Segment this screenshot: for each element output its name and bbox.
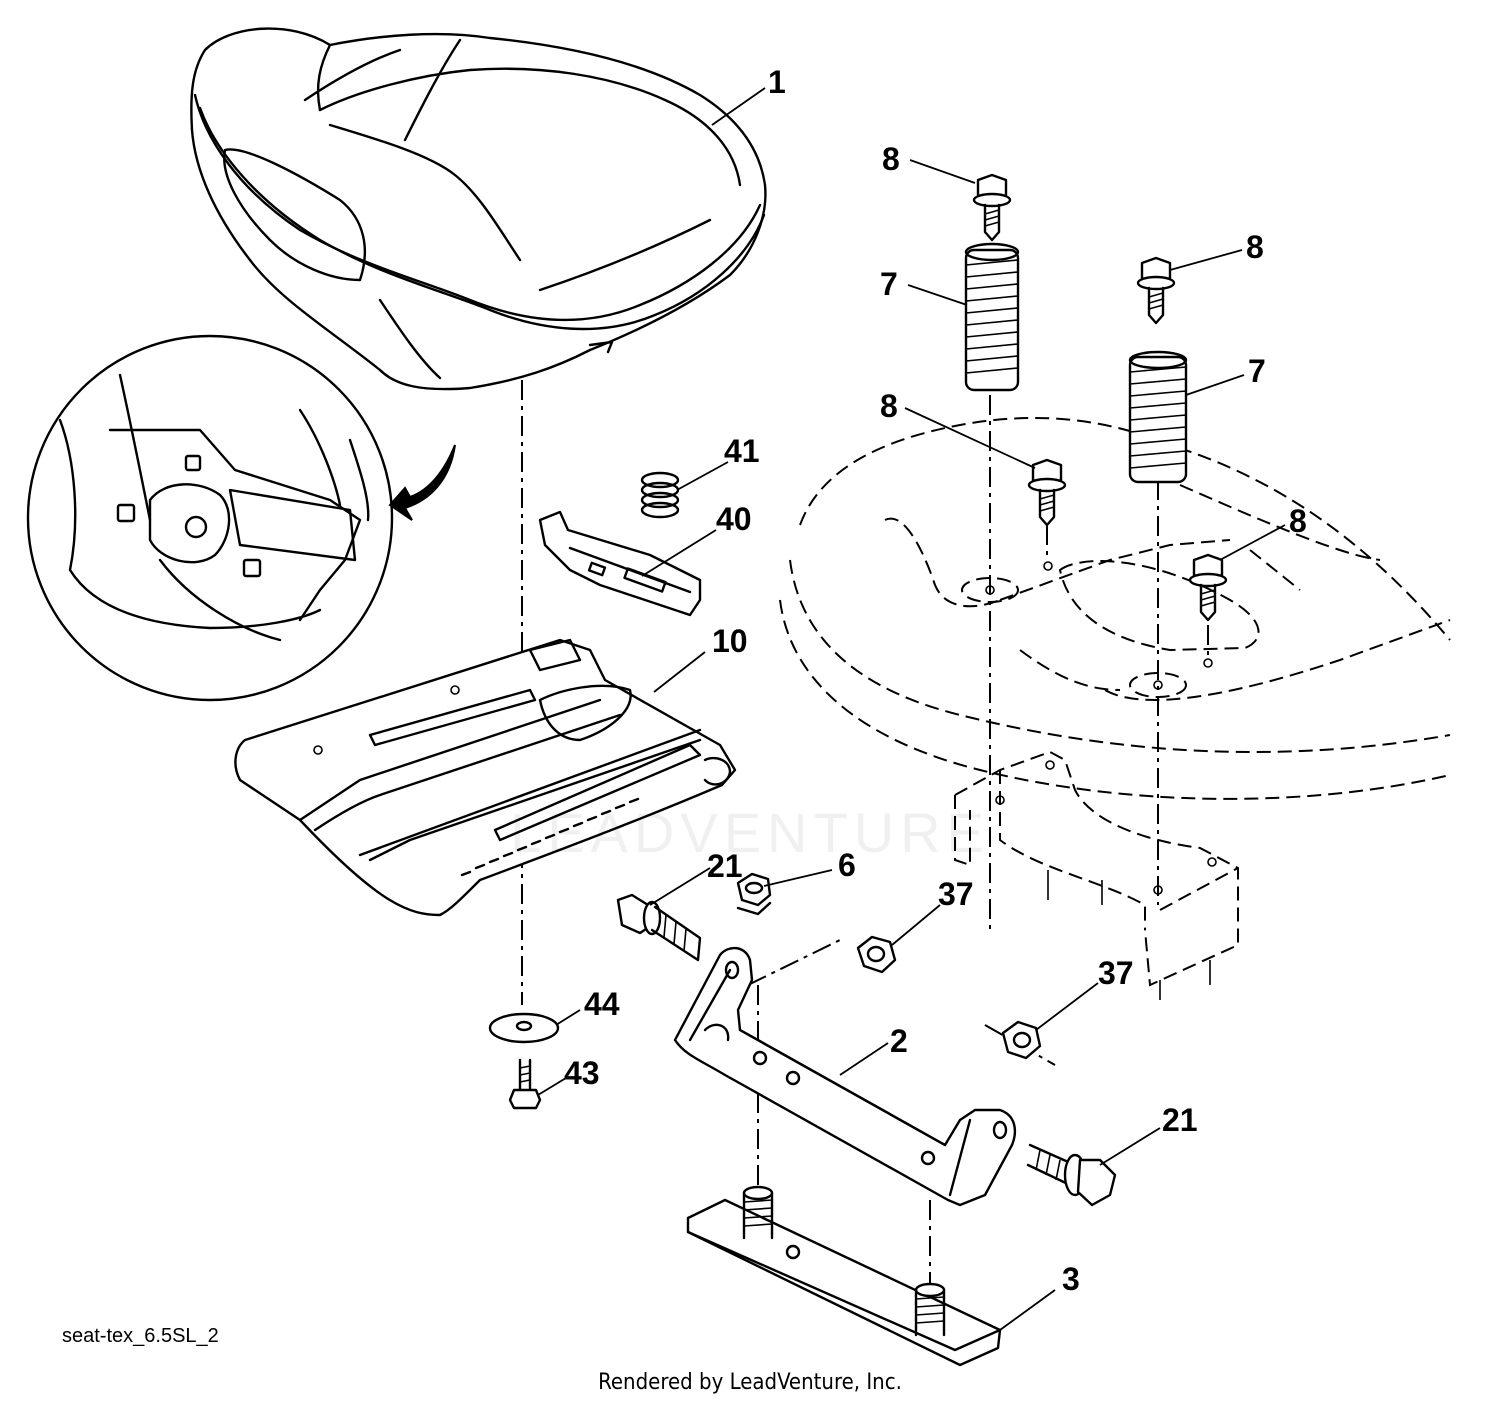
callout-7[interactable]: 7 (1248, 353, 1266, 389)
callout-43[interactable]: 43 (564, 1055, 600, 1091)
seat-bracket-2 (673, 946, 1016, 1207)
stud-right (914, 1282, 946, 1337)
bolt-8-c (1027, 458, 1067, 527)
spring-41 (640, 471, 680, 519)
seat (190, 27, 767, 391)
watermark: LEADVENTURE (510, 801, 990, 864)
washer-44 (488, 1012, 560, 1044)
seat-pan-10 (234, 638, 737, 917)
callout-41[interactable]: 41 (724, 433, 760, 469)
callout-21[interactable]: 21 (707, 848, 743, 884)
callout-8[interactable]: 8 (882, 141, 900, 177)
callout-6[interactable]: 6 (838, 847, 856, 883)
callout-8[interactable]: 8 (1289, 503, 1307, 539)
diagram-code: seat-tex_6.5SL_2 (62, 1325, 219, 1347)
spring-7-a (964, 242, 1020, 392)
inset-detail (26, 334, 394, 702)
callout-8[interactable]: 8 (880, 388, 898, 424)
callout-3[interactable]: 3 (1062, 1261, 1080, 1297)
detail-arrow (388, 444, 456, 521)
bolt-43 (508, 1058, 542, 1110)
bolt-8-a (972, 173, 1012, 242)
frame-bracket-outline (954, 750, 1239, 1000)
callout-7[interactable]: 7 (880, 266, 898, 302)
callout-37[interactable]: 37 (938, 876, 974, 912)
fender-deck-outline (779, 416, 1451, 800)
callout-1[interactable]: 1 (768, 64, 786, 100)
leader-lines (537, 87, 1286, 1331)
callout-2[interactable]: 2 (890, 1023, 908, 1059)
nut-37-b (1001, 1020, 1042, 1060)
stud-left (742, 1185, 774, 1240)
nut-37-a (856, 935, 897, 974)
callout-21[interactable]: 21 (1162, 1102, 1198, 1138)
shoulder-bolt-21-b (1026, 1143, 1117, 1207)
callout-8[interactable]: 8 (1246, 229, 1264, 265)
footer-credit: Rendered by LeadVenture, Inc. (598, 1370, 902, 1395)
shoulder-bolt-21-a (616, 893, 702, 962)
callout-37[interactable]: 37 (1098, 955, 1134, 991)
spring-7-b (1128, 350, 1188, 484)
latch-bracket-40 (538, 510, 702, 617)
base-plate-3 (686, 1185, 1002, 1367)
callout-40[interactable]: 40 (716, 501, 752, 537)
bolt-8-d (1188, 553, 1228, 622)
nut-6 (736, 872, 772, 916)
bolt-8-b (1136, 256, 1176, 325)
callout-10[interactable]: 10 (712, 623, 748, 659)
seat-pan-adjust-slots (460, 797, 640, 877)
callout-44[interactable]: 44 (584, 986, 620, 1022)
